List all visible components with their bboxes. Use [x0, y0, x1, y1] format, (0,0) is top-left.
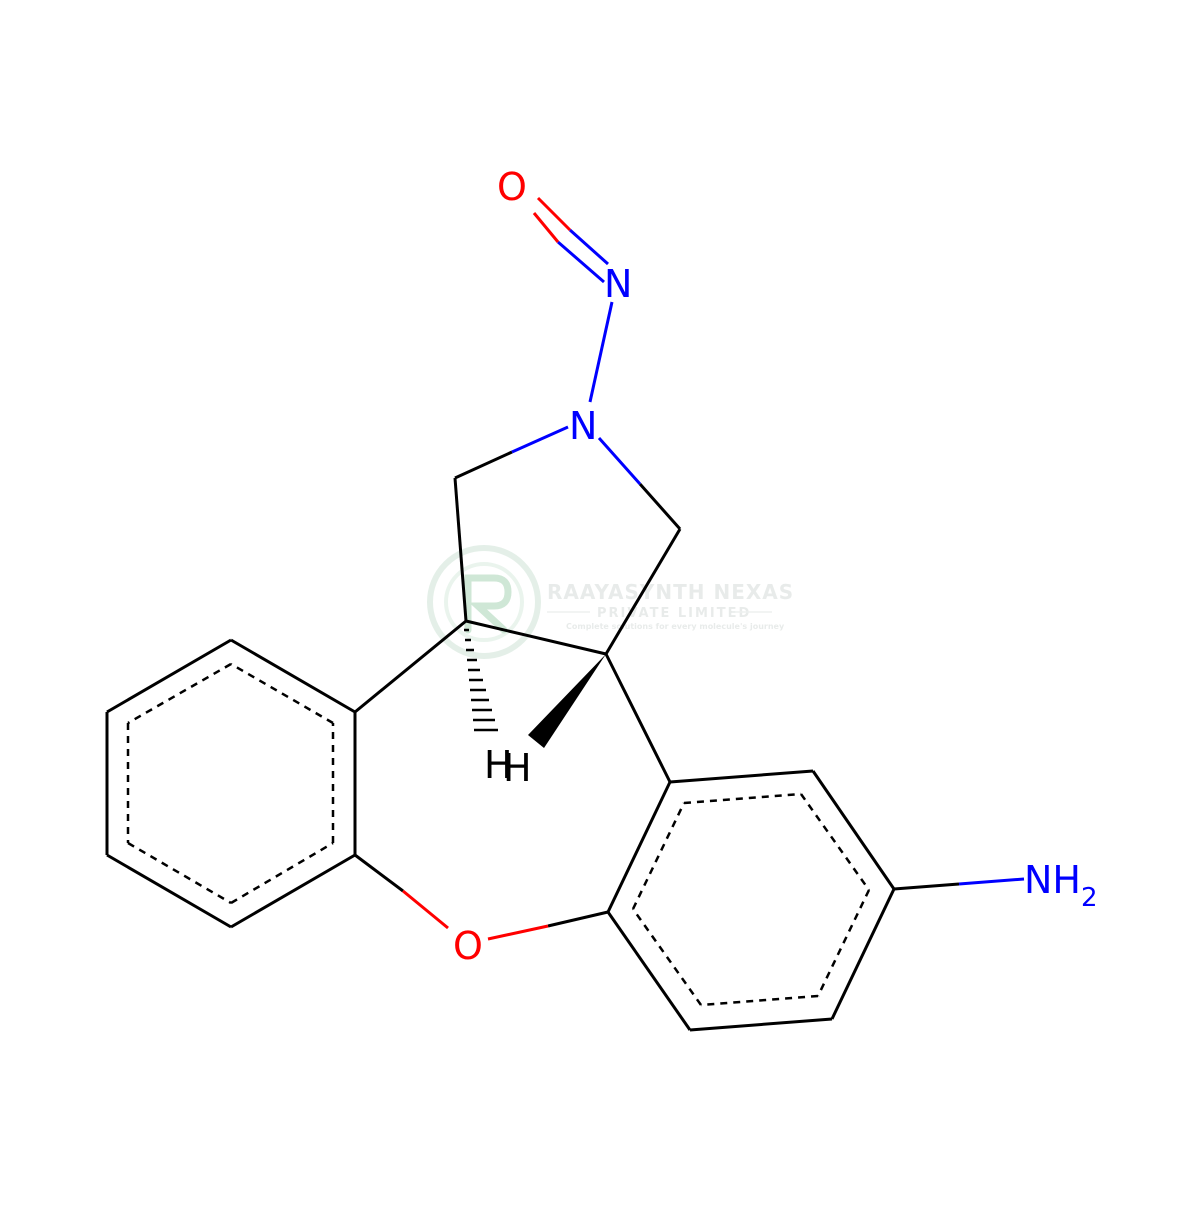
atom-o-nitroso: O: [497, 165, 527, 209]
bond: [354, 619, 467, 714]
bond: [568, 228, 610, 266]
bond: [511, 425, 569, 454]
bond: [453, 477, 468, 622]
aromatic-bond: [631, 908, 703, 1006]
right-benzene-ring: [606, 769, 896, 1032]
aromatic-bond: [127, 662, 232, 725]
aromatic-bond: [700, 994, 819, 1007]
bond: [830, 888, 896, 1020]
bond: [811, 770, 896, 890]
watermark-logo-inner: [444, 562, 524, 642]
amine-subscript: 2: [1081, 883, 1098, 913]
bond: [402, 889, 449, 930]
aromatic-bond: [631, 802, 686, 910]
bond: [106, 853, 232, 929]
atom-amine: NH2: [1024, 858, 1098, 913]
core-bonds: [354, 450, 960, 928]
bond: [893, 882, 960, 891]
bond: [606, 781, 672, 913]
watermark-logo-mark: [464, 574, 512, 634]
bond: [958, 877, 1025, 886]
heteroatom-bonds: [402, 196, 1025, 941]
bond: [454, 450, 513, 480]
bond: [669, 769, 814, 784]
bond: [638, 483, 682, 530]
watermark: RAAYASYNTH NEXAS PRIVATE LIMITED Complet…: [427, 545, 794, 659]
solid-wedge: [528, 654, 606, 748]
bond: [106, 638, 232, 714]
right-ring-aromatic-dashes: [631, 792, 871, 1007]
bond: [557, 240, 605, 284]
bond: [597, 437, 642, 485]
bond: [604, 653, 672, 783]
bond: [536, 196, 572, 232]
left-ring-aromatic-dashes: [126, 662, 335, 905]
bond: [354, 853, 404, 893]
aromatic-bond: [230, 662, 334, 725]
atom-h-right: H: [503, 746, 532, 790]
bond: [230, 638, 356, 714]
bond: [230, 853, 356, 929]
atom-n-ring: N: [569, 404, 597, 448]
watermark-tagline: Complete solutions for every molecule's …: [566, 622, 785, 631]
aromatic-bond: [127, 841, 232, 905]
aromatic-bond: [816, 889, 871, 997]
aromatic-bond: [799, 793, 871, 891]
bond: [606, 911, 692, 1031]
bond: [465, 619, 607, 656]
atom-labels: O N N O H H NH2: [453, 165, 1098, 968]
atom-o-ether: O: [453, 924, 483, 968]
hashed-wedge: [464, 628, 498, 732]
aromatic-bond: [230, 841, 334, 905]
watermark-company: RAAYASYNTH NEXAS: [547, 580, 794, 604]
bond: [689, 1017, 833, 1032]
aromatic-bond: [683, 792, 802, 805]
bond: [604, 528, 682, 655]
left-benzene-ring: [105, 638, 357, 929]
bond: [532, 212, 560, 243]
bond: [588, 301, 614, 403]
bond: [547, 910, 609, 928]
watermark-logo-ring: [427, 545, 541, 659]
amine-nh: NH: [1024, 858, 1081, 902]
bond: [487, 924, 549, 941]
watermark-subtitle: PRIVATE LIMITED: [597, 606, 751, 621]
atom-n-nitroso: N: [604, 262, 632, 306]
atom-h-left: H: [484, 743, 513, 787]
